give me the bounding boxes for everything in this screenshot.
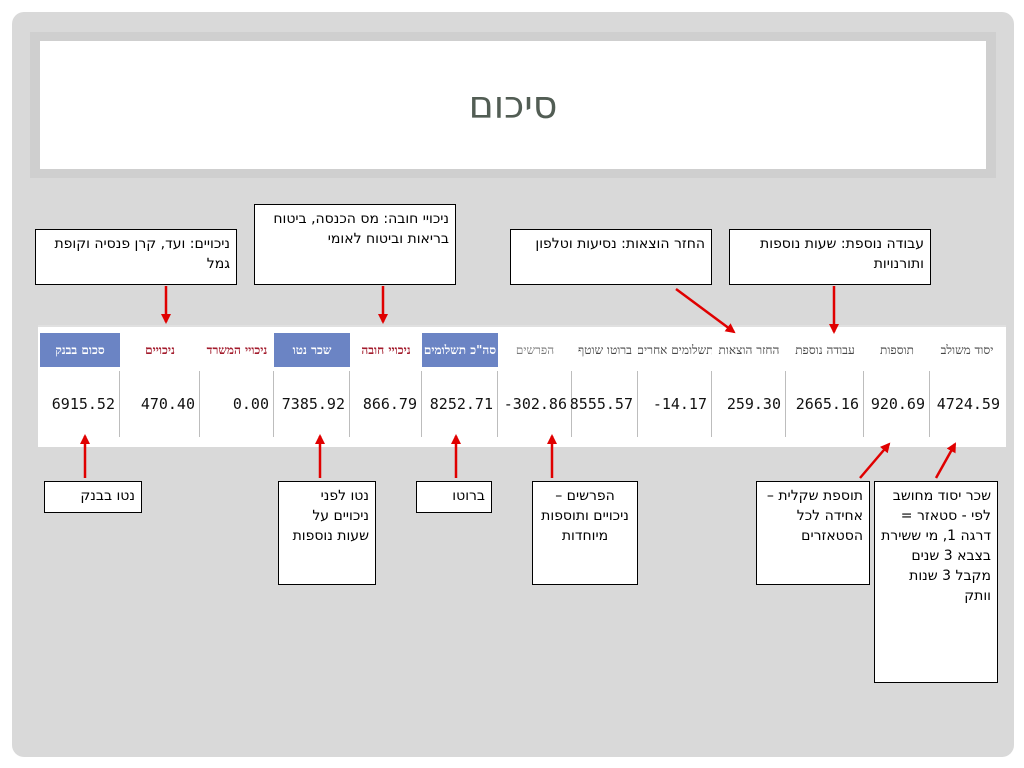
callout-differences: הפרשים – ניכויים ותוספות מיוחדות [532,481,638,585]
callout-flat-addition: תוספת שקלית – אחידה לכל הסטאזרים [756,481,870,585]
header-net-salary: שכר נטו [274,333,350,367]
title-area: סיכום [40,41,986,169]
header-current-gross: ברוטו שוטף [578,342,632,357]
title-frame: סיכום [30,32,996,178]
callout-base-salary: שכר יסוד מחושב לפי - סטאזר = דרגה 1, מי … [874,481,998,683]
header-total-payments: סה"כ תשלומים [422,333,498,367]
header-base-salary: יסוד משולב [940,342,994,357]
value-overtime: 2665.16 [786,371,864,437]
value-other-payments: -14.17 [638,371,712,437]
header-expense-refund: החזר הוצאות [718,342,780,357]
value-total-payments: 8252.71 [422,371,498,437]
value-bank-total: 6915.52 [40,371,120,437]
callout-mandatory-deductions: ניכויי חובה: מס הכנסה, ביטוח בריאות וביט… [254,204,456,285]
header-overtime: עבודה נוספת [795,342,855,357]
header-bank-total: סכום בבנק [40,333,120,367]
value-mandatory-deductions: 866.79 [350,371,422,437]
value-office-deductions: 0.00 [200,371,274,437]
callout-net-bank: נטו בבנק [44,481,142,513]
callout-gross: ברוטו [416,481,492,513]
header-office-deductions: ניכויי המשרד [206,342,268,357]
callout-net-before-deductions: נטו לפני ניכויים על שעות נוספות [278,481,376,585]
callout-deductions: ניכויים: ועד, קרן פנסיה וקופת גמל [35,229,237,285]
header-mandatory-deductions: ניכויי חובה [361,342,411,357]
header-additions: תוספות [880,342,914,357]
value-differences: -302.86 [498,371,572,437]
value-deductions: 470.40 [120,371,200,437]
callout-overtime: עבודה נוספת: שעות נוספות ותורנויות [729,229,931,285]
arrow-expenses [675,287,736,334]
arrow-flat-addition [859,442,891,479]
salary-table: סכום בבנק ניכויים ניכויי המשרד שכר נטו נ… [38,325,1006,447]
header-differences: הפרשים [515,342,555,357]
value-current-gross: 8555.57 [570,371,638,437]
value-net-salary: 7385.92 [274,371,350,437]
header-deductions: ניכויים [145,342,175,357]
arrow-base-salary [934,442,957,479]
value-additions: 920.69 [864,371,930,437]
callout-expense-refund: החזר הוצאות: נסיעות וטלפון [510,229,712,285]
header-other-payments: תשלומים אחרים [638,342,712,357]
value-expense-refund: 259.30 [712,371,786,437]
slide-title: סיכום [468,83,558,127]
value-base-salary: 4724.59 [936,395,1000,413]
